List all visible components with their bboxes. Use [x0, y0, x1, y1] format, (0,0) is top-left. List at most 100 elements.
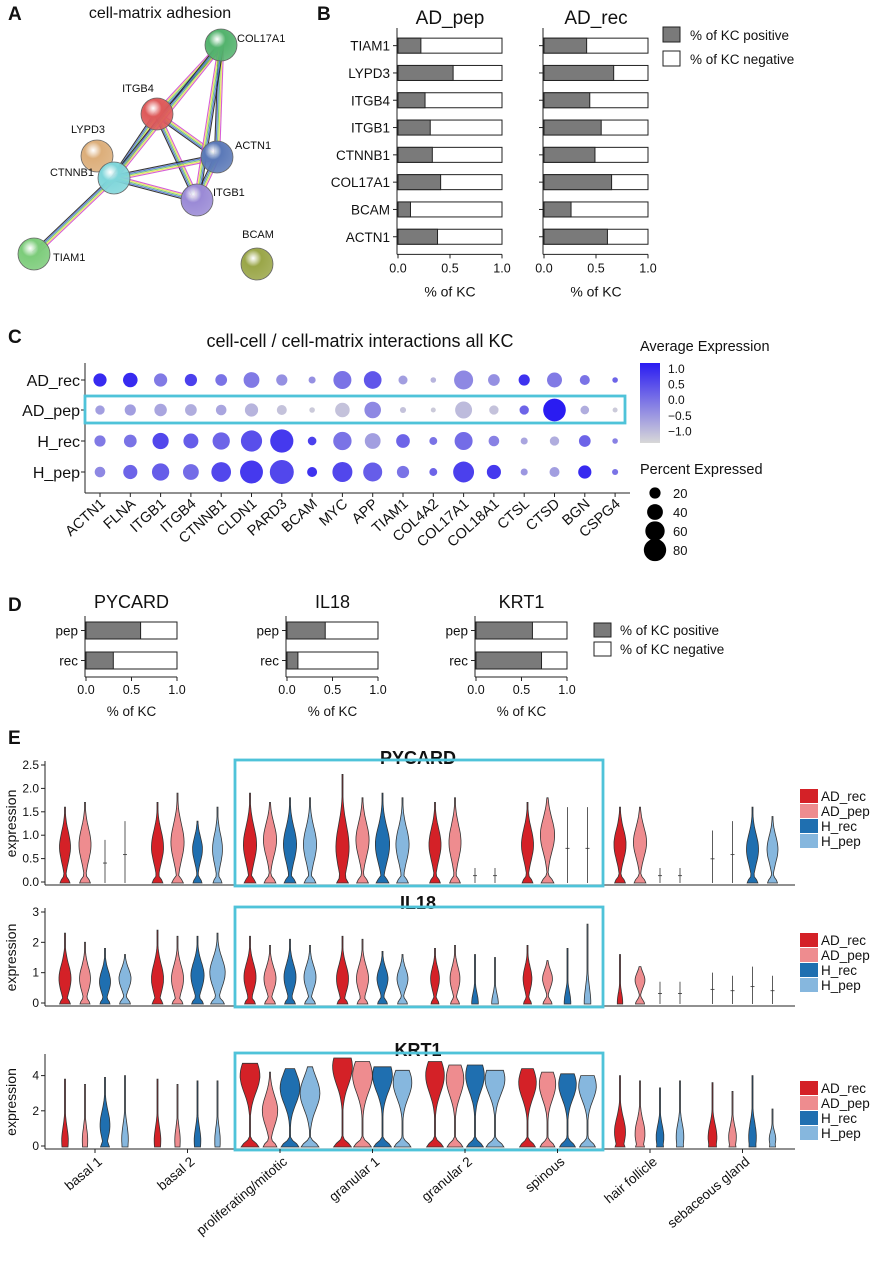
x-tick-label: 1.0: [168, 683, 185, 697]
x-axis-label: % of KC: [570, 283, 621, 299]
violin-cell-type-label: basal 1: [62, 1154, 105, 1193]
network-edge: [113, 156, 218, 179]
dot-ad-pep: [399, 406, 407, 414]
dot-h-rec: [429, 437, 438, 445]
bar-panel-title: AD_rec: [564, 8, 627, 29]
bar-positive: [397, 201, 411, 218]
violin-ad-rec: [336, 935, 349, 1005]
bar-category-label: ACTN1: [346, 230, 390, 245]
dot-h-pep: [396, 465, 410, 479]
panel-letter-c: C: [8, 327, 22, 348]
network-edge: [35, 179, 117, 257]
x-tick-label: 1.0: [639, 261, 656, 275]
legend-swatch-h-pep: [800, 1126, 818, 1140]
x-tick-label: 0.0: [535, 261, 552, 275]
bar-category-label: COL17A1: [331, 175, 390, 190]
network-edge: [219, 45, 225, 158]
small-bar-title: IL18: [315, 592, 350, 612]
size-legend-title: Percent Expressed: [640, 462, 763, 478]
network-edge: [197, 45, 223, 201]
violin-ad-rec: [430, 948, 440, 1005]
violin-h-rec: [190, 935, 205, 1005]
y-tick-label: 1: [32, 966, 39, 980]
violin-h-rec: [372, 1066, 393, 1148]
bar-positive: [475, 621, 533, 640]
legend-label: H_pep: [821, 834, 861, 849]
dot-ad-rec: [547, 372, 562, 388]
violin-ad-rec: [522, 945, 533, 1005]
dot-h-pep: [151, 463, 170, 481]
size-legend-dot: [649, 487, 661, 499]
dot-ad-pep: [95, 405, 105, 415]
legend-label: AD_rec: [821, 1081, 866, 1096]
dot-ad-rec: [333, 370, 352, 390]
x-tick-label: 0.0: [389, 261, 406, 275]
dot-h-rec: [364, 433, 381, 449]
bar-positive: [85, 621, 142, 640]
violin-ad-pep: [634, 1080, 646, 1148]
bar-positive: [543, 92, 591, 109]
dot-h-rec: [578, 435, 591, 447]
legend-label: AD_rec: [821, 933, 866, 948]
dotplot-row-label: AD_rec: [27, 373, 80, 390]
violin-gene-title: KRT1: [394, 1040, 441, 1060]
dot-h-pep: [94, 466, 106, 478]
y-tick-label: 2: [32, 935, 39, 949]
violin-h-pep: [118, 954, 132, 1005]
dot-ad-pep: [519, 405, 529, 415]
violin-h-rec: [748, 1075, 757, 1148]
dot-ad-rec: [123, 372, 138, 388]
legend-swatch-h-rec: [800, 1111, 818, 1125]
highlight-box: [233, 1051, 605, 1152]
violin-h-rec: [471, 954, 479, 1005]
dot-h-rec: [488, 435, 500, 447]
dot-h-pep: [429, 468, 438, 476]
violin-h-pep: [766, 816, 779, 884]
violin-ad-rec: [151, 929, 164, 1005]
bar-category-label: BCAM: [351, 202, 390, 217]
dot-h-rec: [454, 431, 473, 451]
network-node-label: ITGB1: [213, 187, 245, 199]
violin-ad-rec: [59, 806, 71, 884]
violin-ad-rec: [614, 1075, 626, 1148]
dotplot-row-label: AD_pep: [22, 403, 80, 420]
dot-h-pep: [123, 464, 138, 480]
bar-category-label: rec: [449, 654, 468, 669]
bar-category-label: rec: [260, 654, 279, 669]
legend-label: AD_pep: [821, 948, 870, 963]
dot-ad-rec: [454, 370, 474, 390]
violin-h-pep: [121, 1075, 129, 1148]
x-tick-label: 0.5: [441, 261, 458, 275]
legend-label: H_rec: [821, 963, 857, 978]
violin-ad-pep: [355, 797, 370, 884]
dot-h-pep: [182, 464, 199, 480]
network-edge: [34, 178, 116, 256]
bar-positive: [397, 119, 431, 136]
legend-swatch-h-rec: [800, 819, 818, 833]
dot-ad-rec: [612, 377, 618, 383]
legend-label: AD_pep: [821, 804, 870, 819]
legend-label: H_rec: [821, 819, 857, 834]
bar-category-label: pep: [445, 624, 468, 639]
dotplot-gene-label: CTSD: [523, 496, 563, 534]
bar-positive: [286, 621, 326, 640]
bar-negative: [286, 651, 379, 670]
violin-ad-rec: [428, 802, 442, 884]
violin-h-pep: [395, 797, 410, 884]
violin-ad-pep: [445, 1064, 465, 1148]
dot-h-pep: [332, 462, 353, 482]
dot-h-pep: [578, 465, 592, 479]
violin-h-rec: [465, 1064, 485, 1148]
violin-ad-rec: [239, 1062, 261, 1148]
violin-y-label: expression: [3, 790, 19, 858]
violin-h-rec: [283, 938, 297, 1005]
network-node-label: BCAM: [242, 229, 274, 241]
bar-positive: [397, 174, 442, 191]
network-node-label: TIAM1: [53, 252, 85, 264]
x-tick-label: 0.5: [324, 683, 341, 697]
network-edges: [31, 42, 225, 257]
panel-letter-e: E: [8, 728, 21, 749]
panel-letter-a: A: [8, 4, 22, 25]
dot-ad-pep: [455, 401, 473, 419]
bar-positive: [543, 201, 572, 218]
